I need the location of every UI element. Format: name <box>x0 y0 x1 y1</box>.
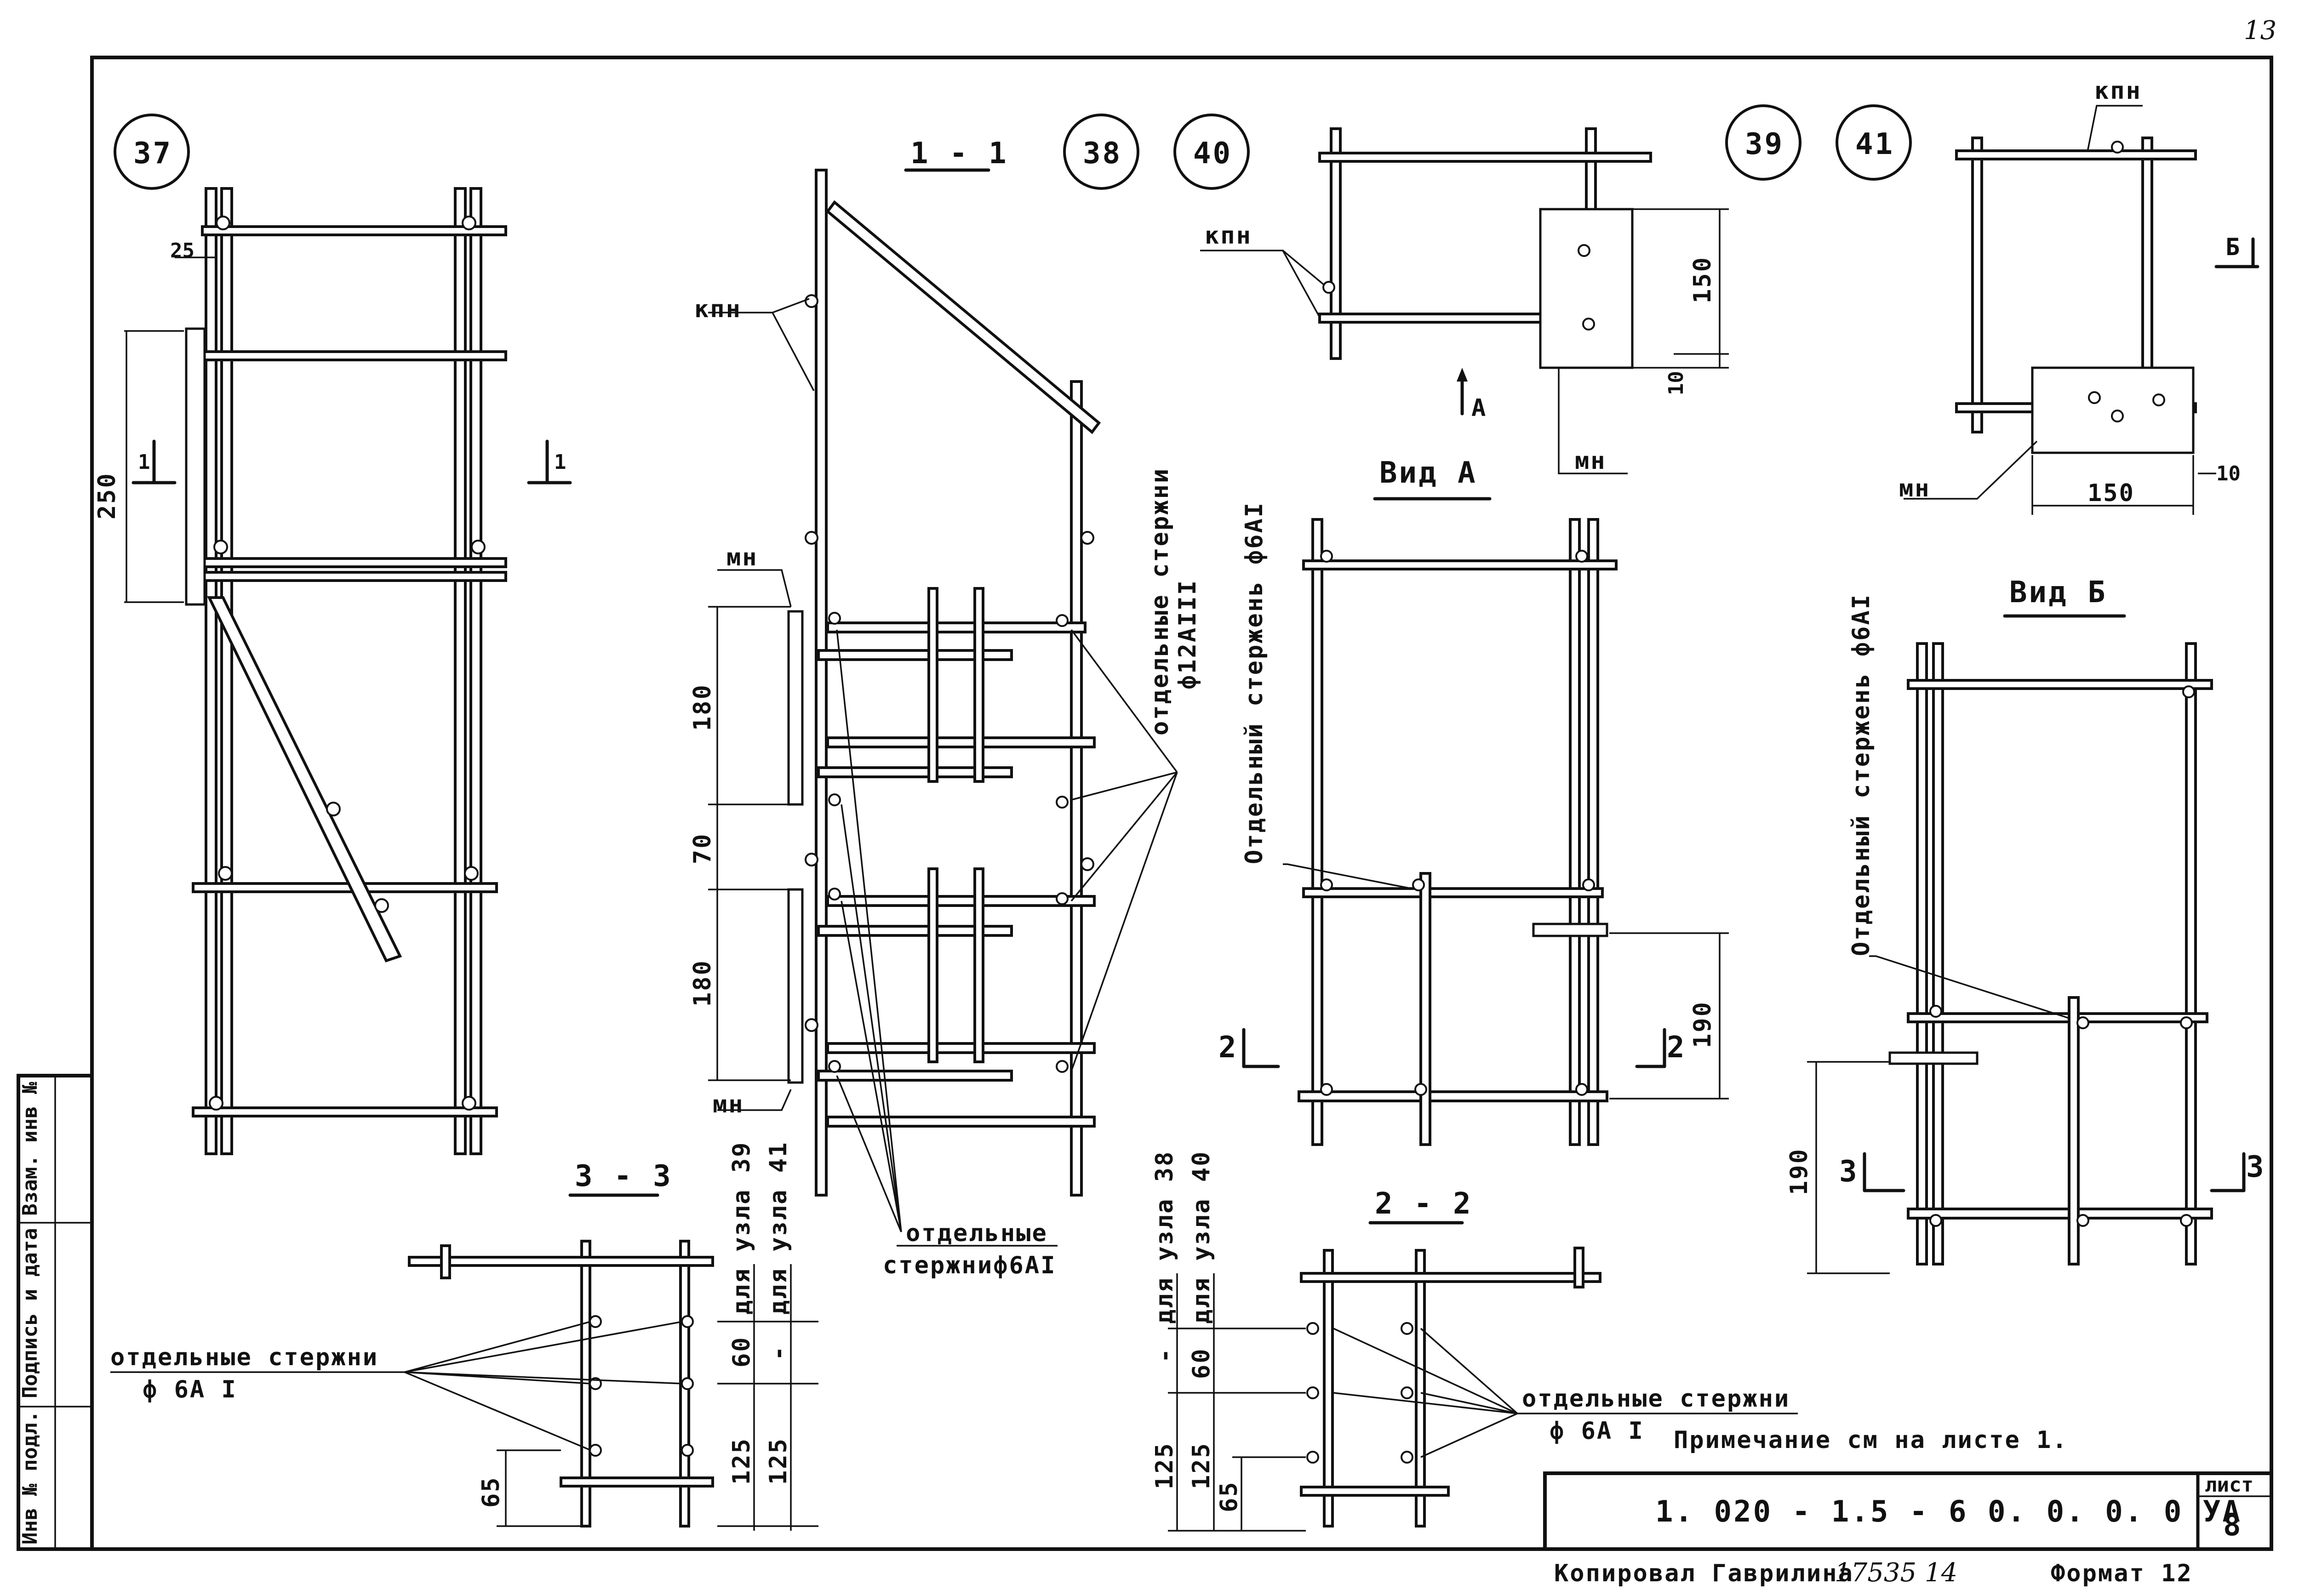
section-1-1-title: 1 - 1 <box>910 137 1008 171</box>
section-1-1-vertical-note-line1: отдельные стержни <box>1146 467 1174 735</box>
section-2-2-note-line1: отдельные стержни <box>1522 1385 1790 1413</box>
sheet-frame: Инв № подл. Подпись и дата Взам. инв № <box>17 56 2273 1551</box>
node-38-40-dim-150: 150 <box>1689 256 1716 303</box>
section-3-3-dim-125-a: 125 <box>728 1437 755 1485</box>
section-2-2-label-40: для узла 40 <box>1188 1151 1215 1324</box>
page-number: 13 <box>2244 16 2276 46</box>
view-b-cut-left: 3 <box>1839 1155 1859 1189</box>
section-3-3-dim-65: 65 <box>477 1476 505 1508</box>
section-1-1-mn-bottom: мн <box>713 1091 744 1118</box>
node-37-drawing: 37 <box>114 114 507 1155</box>
node-37-cut-marks <box>132 439 572 484</box>
section-3-3-note-line1: отдельные стержни <box>110 1344 378 1371</box>
format-label: Формат 12 <box>2051 1560 2193 1587</box>
section-3-3-label-41: для узла 41 <box>765 1141 792 1315</box>
view-b-title: Вид Б <box>2009 576 2107 610</box>
section-1-1-mn-top: мн <box>726 544 758 571</box>
node-38-40-mn: мн <box>1575 447 1607 475</box>
node-39-41-drawing <box>1725 104 2259 515</box>
node-37-dim-250: 250 <box>93 472 121 519</box>
view-a-cut-left: 2 <box>1218 1031 1238 1065</box>
designation: 1. 020 - 1.5 - 6 0. 0. 0. 0 УА <box>1655 1495 2242 1529</box>
section-1-1-dim-180-top: 180 <box>689 684 716 731</box>
node-39-41-arrow-label: Б <box>2225 234 2241 261</box>
section-2-2-dim-65: 65 <box>1215 1481 1243 1512</box>
node-40-number: 40 <box>1193 137 1232 171</box>
section-2-2-label-38: для узла 38 <box>1151 1151 1178 1324</box>
view-a-drawing <box>1242 518 1729 1146</box>
section-1-1-kpn: кпн <box>694 296 742 323</box>
side-stamp: Инв № подл. Подпись и дата Взам. инв № <box>18 1082 42 1545</box>
view-b-vertical-note: Отдельный стержень ф6АI <box>1847 593 1875 956</box>
view-a-cut-right: 2 <box>1667 1031 1687 1065</box>
view-a-title: Вид А <box>1379 456 1477 490</box>
node-39-number: 39 <box>1745 127 1784 161</box>
section-3-3-dim-dash: - <box>765 1345 792 1361</box>
view-b-dim-190: 190 <box>1785 1148 1813 1195</box>
node-37-number: 37 <box>133 137 172 171</box>
section-1-1-dim-70: 70 <box>689 832 716 864</box>
section-2-2-dim-125-b: 125 <box>1188 1442 1215 1489</box>
node-38-number: 38 <box>1083 137 1122 171</box>
section-1-1-drawing <box>708 169 1178 1247</box>
copied-by: Копировал Гаврилина <box>1554 1560 1854 1587</box>
section-3-3-drawing <box>110 1240 818 1531</box>
node-38-40-kpn: кпн <box>1205 222 1252 250</box>
node-37-dim-25: 25 <box>170 239 194 262</box>
node-39-41-kpn: кпн <box>2094 77 2142 105</box>
node-41-number: 41 <box>1855 127 1894 161</box>
section-1-1-vertical-note-line2: ф12АIII <box>1174 579 1201 690</box>
section-1-1-bottom-note-line1: отдельные <box>906 1220 1048 1247</box>
section-2-2-dim-60: 60 <box>1188 1347 1215 1379</box>
section-2-2-drawing <box>1168 1247 1798 1532</box>
section-1-1-dim-180-bottom: 180 <box>689 959 716 1007</box>
section-3-3-dim-125-b: 125 <box>765 1437 792 1485</box>
section-3-3-title: 3 - 3 <box>575 1159 673 1193</box>
section-2-2-dim-dash: - <box>1151 1347 1178 1363</box>
view-b-cut-right: 3 <box>2246 1150 2266 1184</box>
section-2-2-title: 2 - 2 <box>1375 1187 1473 1221</box>
section-1-1-bottom-note-line2: стержниф6АI <box>883 1252 1056 1279</box>
general-note: Примечание см на листе 1. <box>1674 1426 2068 1454</box>
node-37-cut-left: 1 <box>138 450 150 474</box>
view-b-drawing <box>1807 642 2246 1274</box>
sheet-number: 8 <box>2223 1509 2243 1543</box>
section-3-3-note-line2: ф 6А I <box>143 1376 237 1403</box>
view-a-dim-190: 190 <box>1689 1001 1716 1048</box>
node-39-41-dim-10: 10 <box>2216 462 2241 485</box>
section-2-2-note-line2: ф 6А I <box>1550 1417 1644 1445</box>
section-3-3-label-39: для узла 39 <box>728 1141 755 1315</box>
node-38-40-arrow-label: А <box>1471 394 1487 422</box>
node-38-40-dim-10: 10 <box>1664 371 1688 395</box>
node-37-cut-right: 1 <box>554 450 566 474</box>
sheet-label: лист <box>2205 1473 2253 1497</box>
section-2-2-dim-125-a: 125 <box>1151 1442 1178 1489</box>
section-3-3-dim-60: 60 <box>728 1336 755 1368</box>
node-39-41-dim-150: 150 <box>2087 479 2135 507</box>
node-39-41-mn: мн <box>1899 475 1931 502</box>
handwritten-number: 17535 14 <box>1835 1558 1957 1588</box>
node-38-40-drawing <box>1063 114 1729 474</box>
view-a-vertical-note: Отдельный стержень ф6АI <box>1241 502 1268 864</box>
